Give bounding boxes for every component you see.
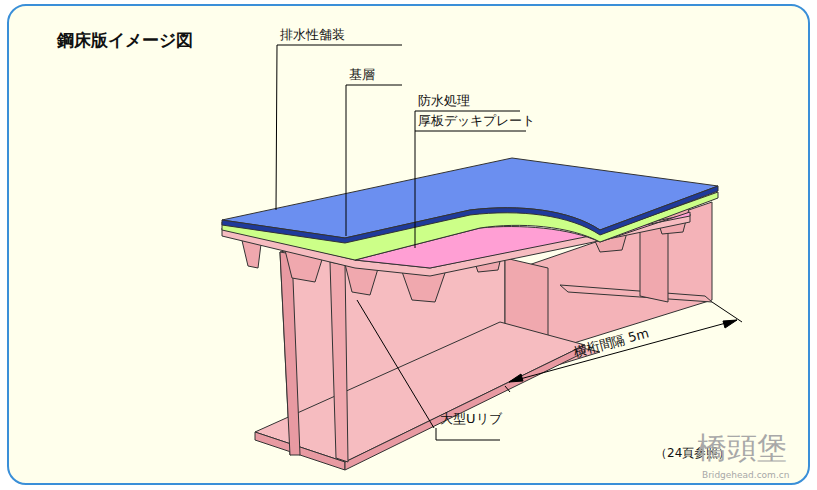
part-label: 基層 xyxy=(349,67,375,83)
part-label: 厚板デッキプレート xyxy=(418,113,535,129)
part-label: 防水処理 xyxy=(418,93,470,109)
leader-lines xyxy=(276,45,742,440)
watermark: Bridgehead.com.cn xyxy=(702,470,789,481)
watermark: 橋頭堡 xyxy=(697,430,787,466)
diagram-title: 鋼床版イメージ図 xyxy=(57,30,193,50)
part-label: 大型Uリブ xyxy=(440,411,502,427)
part-label: 排水性舗装 xyxy=(280,27,345,43)
